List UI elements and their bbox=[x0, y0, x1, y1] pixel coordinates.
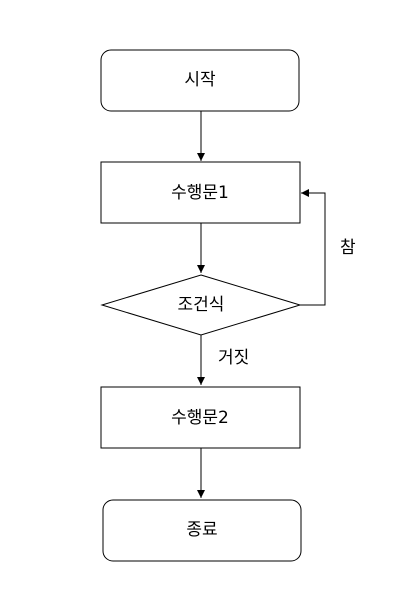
false-edge-label: 거짓 bbox=[218, 348, 249, 368]
end-node-shape bbox=[102, 499, 302, 562]
end-node[interactable]: 종료 bbox=[102, 499, 302, 562]
statement1-node-shape bbox=[100, 161, 301, 224]
edge-condition-to-statement1-loop bbox=[300, 189, 326, 306]
true-edge-label: 참 bbox=[340, 238, 356, 258]
start-node-label: 시작 bbox=[184, 70, 216, 90]
condition-node[interactable]: 조건식 bbox=[100, 274, 302, 336]
condition-node-label: 조건식 bbox=[178, 295, 225, 315]
start-node[interactable]: 시작 bbox=[100, 49, 300, 112]
end-node-label: 종료 bbox=[186, 520, 217, 540]
statement2-node-shape bbox=[100, 386, 301, 449]
statement2-node-label: 수행문2 bbox=[171, 408, 229, 428]
statement1-node-label: 수행문1 bbox=[171, 183, 229, 203]
start-node-shape bbox=[100, 49, 300, 112]
statement1-node[interactable]: 수행문1 bbox=[100, 161, 301, 224]
statement2-node[interactable]: 수행문2 bbox=[100, 386, 301, 449]
